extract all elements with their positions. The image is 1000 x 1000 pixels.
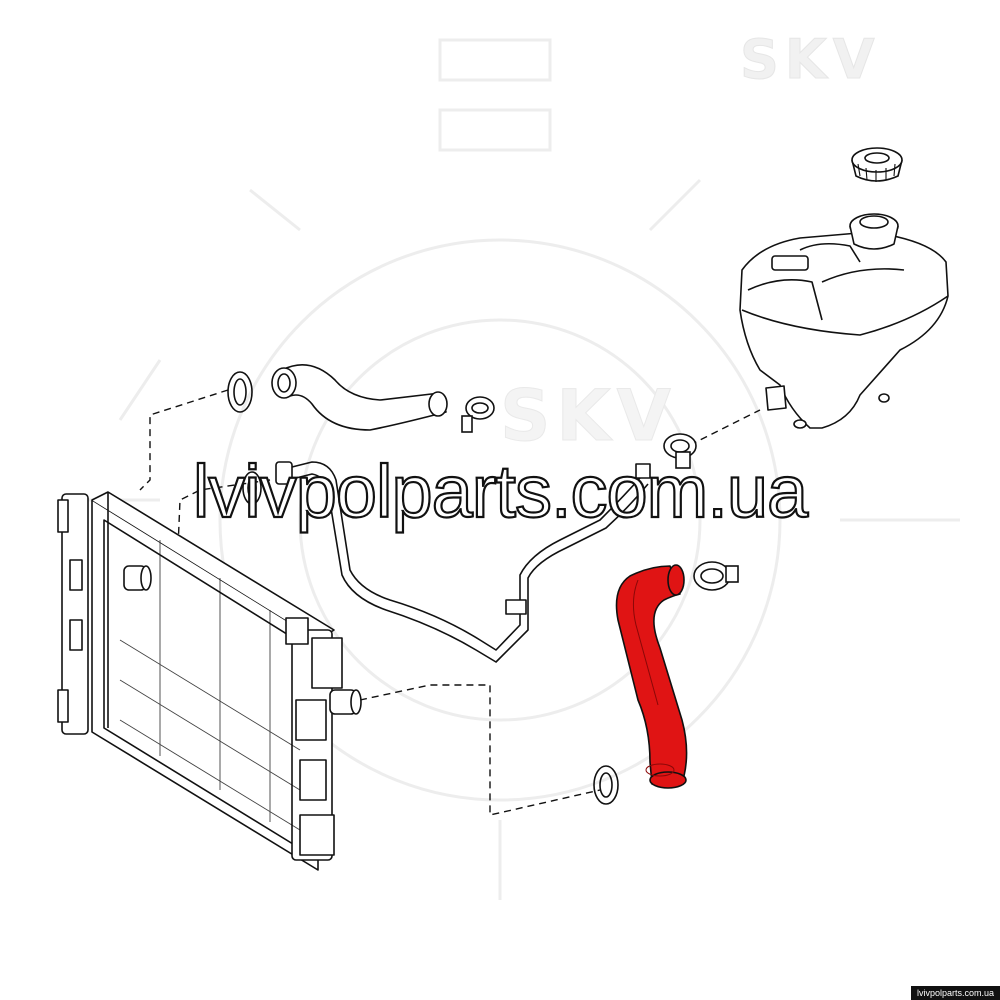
lower-radiator-hose: [615, 564, 688, 789]
hose-clamp-tank: [663, 433, 697, 469]
upper-radiator-hose: [271, 364, 448, 431]
coolant-pipe: [275, 461, 651, 663]
expansion-tank: [739, 213, 949, 429]
o-ring-upper: [227, 371, 253, 413]
brand-watermark-center: SKV: [500, 375, 677, 457]
brand-watermark-top: SKV: [740, 28, 881, 91]
hose-clamp-lower: [693, 561, 739, 591]
radiator-core-fins: [119, 540, 301, 831]
credit-badge: lvivpolparts.com.ua: [910, 986, 1000, 1000]
expansion-tank-cap: [851, 147, 903, 182]
o-ring-middle: [242, 471, 262, 505]
o-ring-lower: [593, 765, 619, 805]
radiator: [57, 491, 362, 871]
hose-clamp-upper-left: [461, 396, 495, 433]
